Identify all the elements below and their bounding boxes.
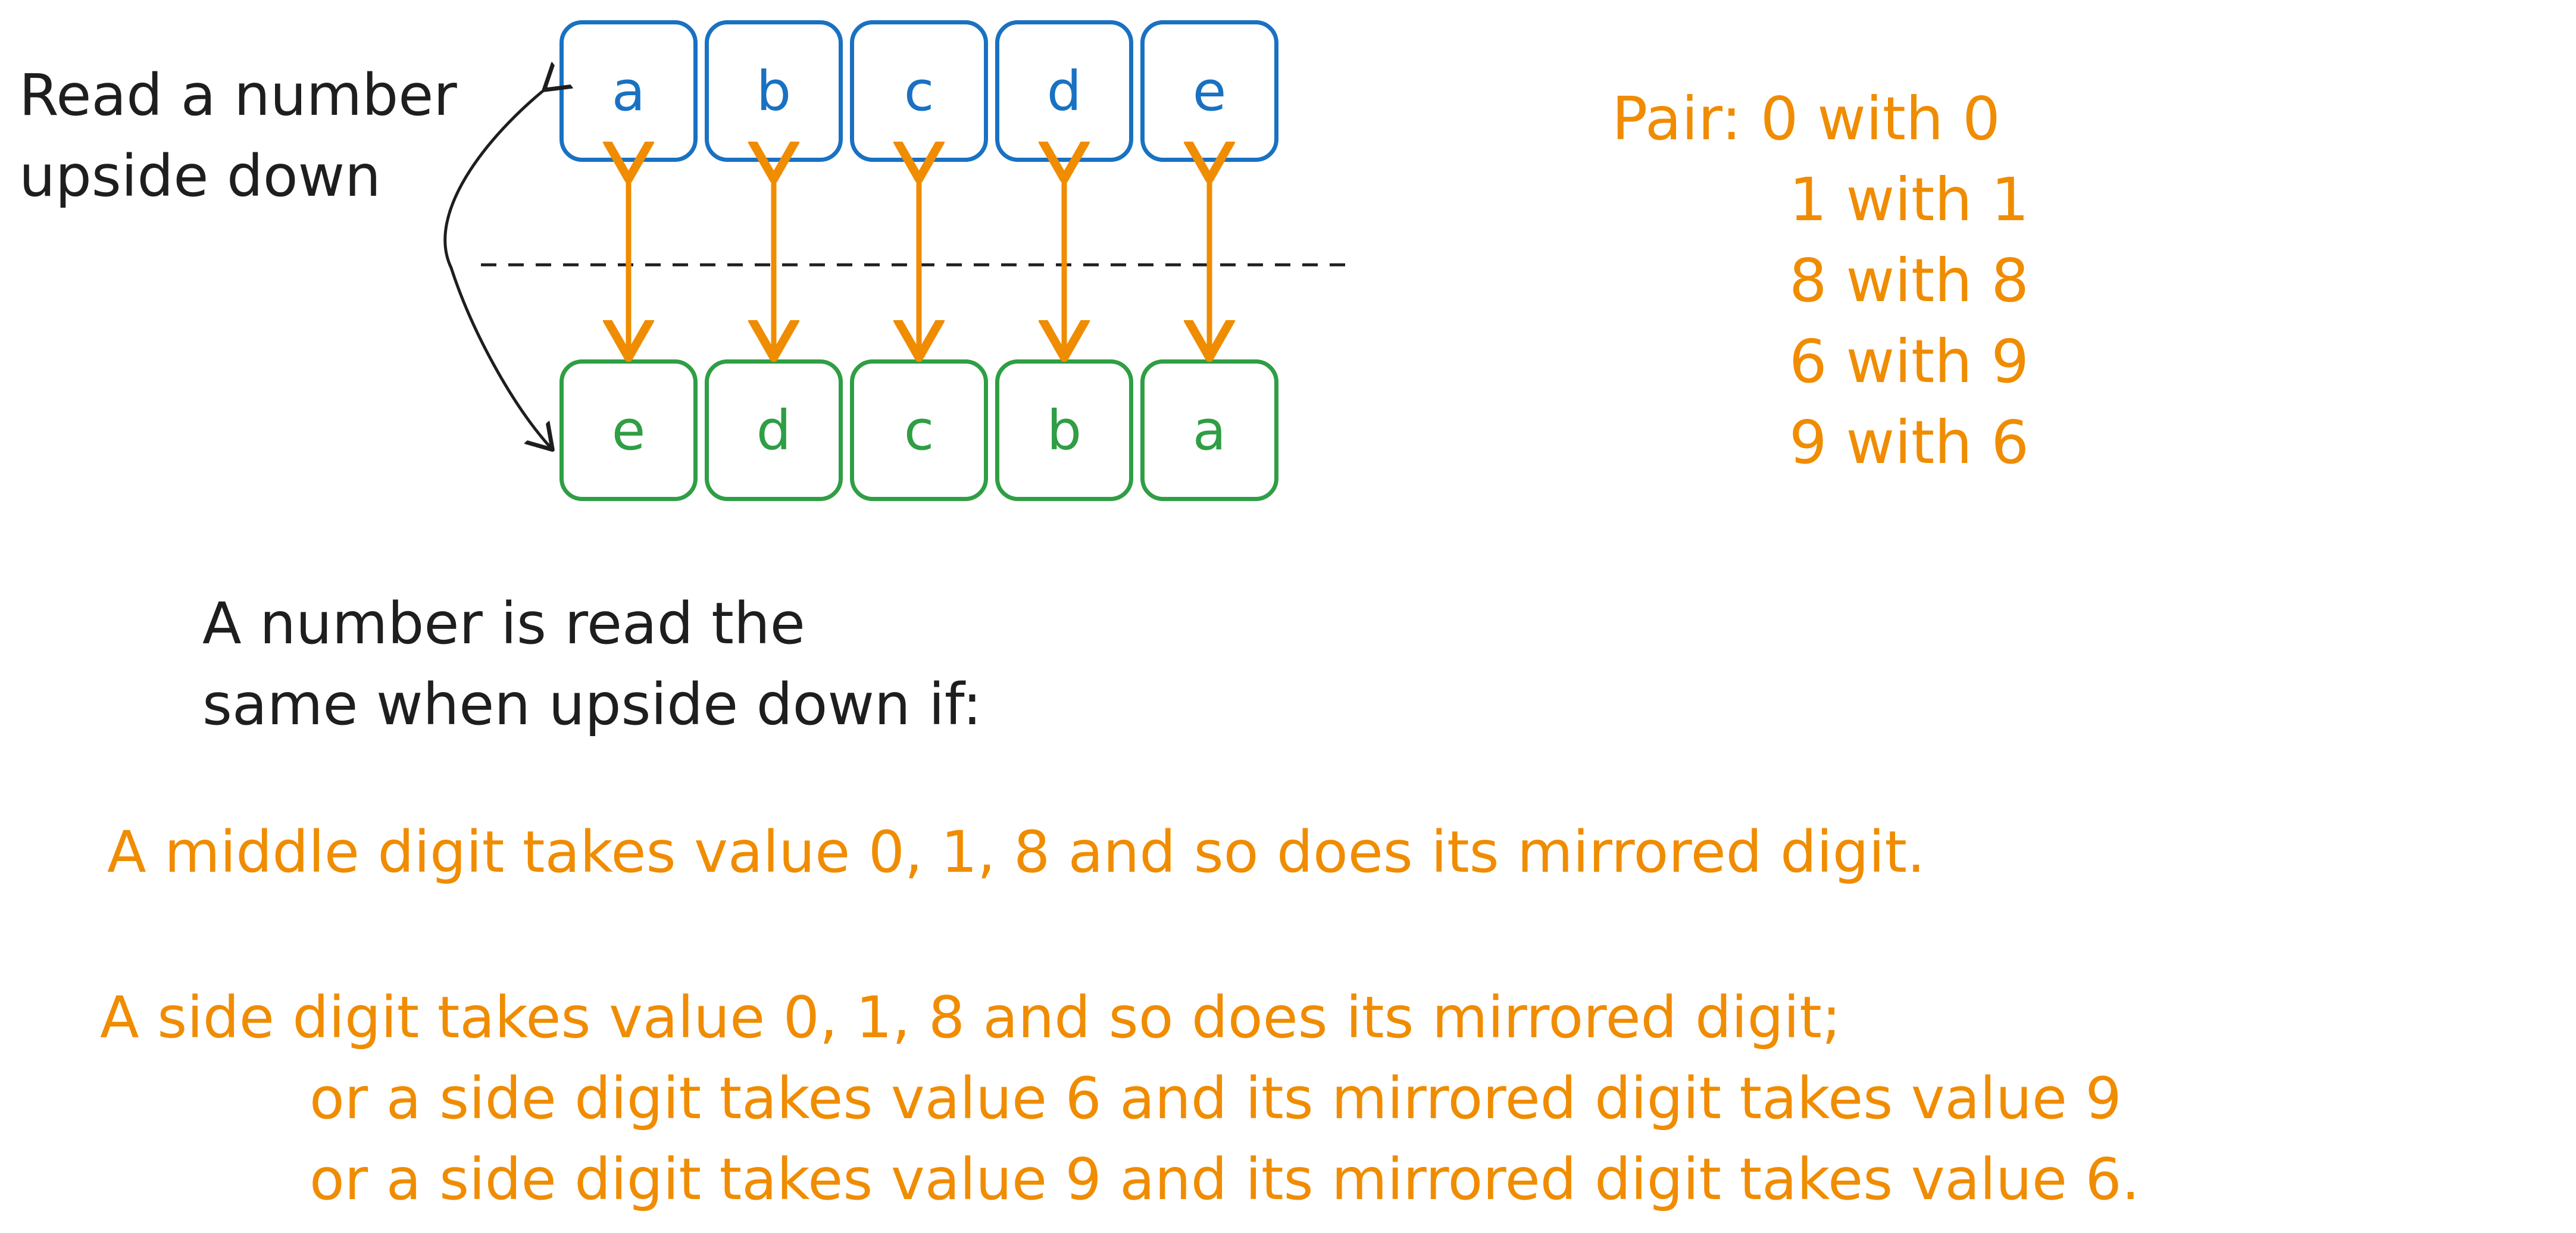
pair-line-5: 9 with 6: [1789, 408, 2029, 477]
bottom-cell-2: d: [705, 359, 843, 501]
pair-line-1: Pair: 0 with 0: [1612, 84, 2000, 154]
flip-curved-arrow: [443, 88, 551, 447]
rule-middle-digit: A middle digit takes value 0, 1, 8 and s…: [107, 819, 1925, 885]
top-cell-5: e: [1140, 20, 1278, 162]
condition-line-2: same when upside down if:: [202, 671, 982, 738]
pair-line-3: 8 with 8: [1789, 246, 2029, 315]
bottom-cell-1: e: [559, 359, 698, 501]
condition-line-1: A number is read the: [202, 590, 805, 657]
bottom-cell-3: c: [850, 359, 988, 501]
rule-side-digit-2: or a side digit takes value 6 and its mi…: [310, 1065, 2122, 1132]
pair-line-2: 1 with 1: [1789, 165, 2029, 234]
top-cell-1: a: [559, 20, 698, 162]
side-label-line-2: upside down: [19, 143, 382, 209]
pair-line-4: 6 with 9: [1789, 327, 2029, 396]
rule-side-digit-1: A side digit takes value 0, 1, 8 and so …: [100, 984, 1842, 1051]
side-label-line-1: Read a number: [19, 62, 457, 129]
rule-side-digit-3: or a side digit takes value 9 and its mi…: [310, 1146, 2140, 1213]
